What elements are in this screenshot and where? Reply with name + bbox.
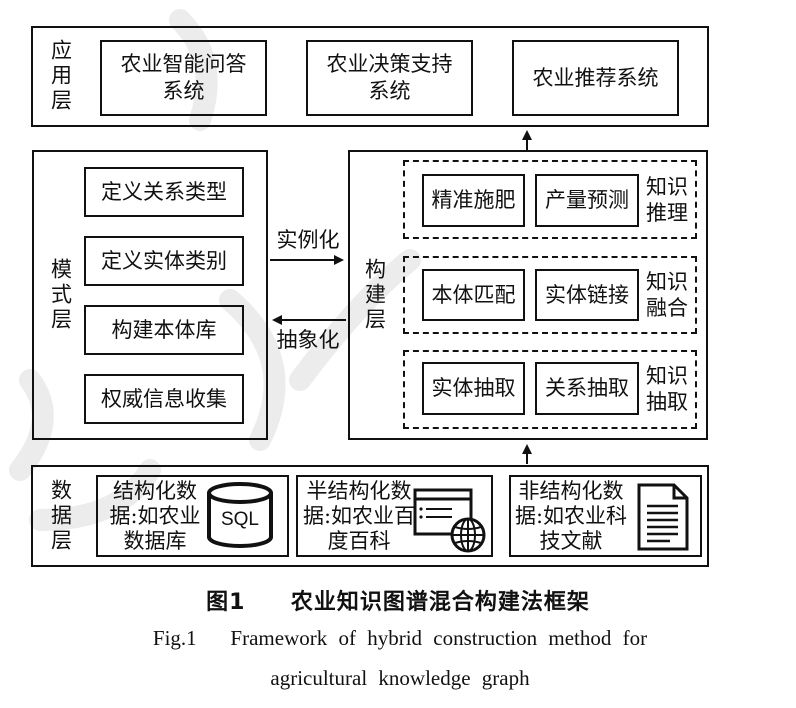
app-recommend-system: 农业推荐系统 — [512, 40, 679, 116]
figure-caption-en-line2-text: agricultural knowledge graph — [270, 666, 530, 690]
schema-define-entity-classes: 定义实体类别 — [84, 236, 244, 286]
app-qa-system: 农业智能问答系统 — [100, 40, 267, 116]
task-ontology-matching-text: 本体匹配 — [431, 282, 516, 307]
database-icon-text: SQL — [221, 509, 259, 530]
task-entity-extraction: 实体抽取 — [422, 362, 525, 415]
construction-layer-label: 构建层 — [362, 250, 387, 340]
source-semi-structured-data-text: 半结构化数据:如农业百度百科 — [298, 478, 420, 554]
group-knowledge-reasoning-label: 知识推理 — [640, 170, 694, 230]
document-icon — [637, 483, 689, 551]
figure-number-cn: 图1 — [206, 590, 246, 615]
app-decision-system-text: 农业决策支持系统 — [326, 52, 453, 103]
app-decision-system: 农业决策支持系统 — [306, 40, 473, 116]
source-semi-structured-data — [296, 475, 493, 557]
group-knowledge-fusion-label: 知识融合 — [640, 265, 694, 325]
figure-caption-en-line1: Fig.1 Framework of hybrid construction m… — [70, 626, 730, 651]
construction-layer-label-text: 构建层 — [362, 257, 387, 333]
schema-layer — [32, 150, 268, 440]
schema-build-ontology-text: 构建本体库 — [111, 317, 217, 342]
source-unstructured-data-text: 非结构化数据:如农业科技文献 — [512, 478, 630, 554]
group-knowledge-reasoning-label-text: 知识推理 — [646, 175, 688, 225]
figure-caption-cn: 图1 农业知识图谱混合构建法框架 — [0, 584, 796, 616]
figure-title-cn: 农业知识图谱混合构建法框架 — [290, 590, 590, 615]
task-yield-prediction-text: 产量预测 — [545, 188, 629, 212]
group-knowledge-fusion-label-text: 知识融合 — [646, 270, 688, 320]
app-recommend-system-text: 农业推荐系统 — [532, 65, 659, 90]
group-knowledge-extraction — [403, 350, 697, 429]
app-qa-system-text: 农业智能问答系统 — [120, 52, 247, 103]
web-page-icon — [413, 488, 486, 553]
source-structured-data-label: 结构化数据:如农业数据库 — [109, 478, 201, 553]
instantiate-label: 实例化 — [270, 226, 346, 254]
task-precision-fertilization-text: 精准施肥 — [431, 188, 516, 212]
schema-define-relation-types-text: 定义关系类型 — [101, 179, 227, 204]
source-semi-structured-data-label: 半结构化数据:如农业百度百科 — [302, 478, 416, 553]
task-relation-extraction: 关系抽取 — [535, 362, 639, 415]
database-icon: SQL — [207, 482, 273, 548]
data-layer — [31, 465, 709, 567]
schema-layer-label-text: 模式层 — [48, 257, 73, 333]
data-layer-label-text: 数据层 — [48, 478, 73, 554]
source-structured-data-text: 结构化数据:如农业数据库 — [100, 478, 210, 554]
task-entity-linking: 实体链接 — [535, 269, 639, 321]
schema-authoritative-collection: 权威信息收集 — [84, 374, 244, 424]
task-yield-prediction: 产量预测 — [535, 174, 639, 227]
schema-define-relation-types: 定义关系类型 — [84, 167, 244, 217]
application-layer-label: 应用层 — [48, 30, 73, 122]
application-layer-label-text: 应用层 — [48, 38, 73, 114]
group-knowledge-reasoning — [403, 160, 697, 239]
schema-build-ontology: 构建本体库 — [84, 305, 244, 355]
schema-define-entity-classes-text: 定义实体类别 — [101, 248, 227, 273]
task-relation-extraction-text: 关系抽取 — [545, 376, 629, 400]
instantiate-label-text: 实例化 — [276, 227, 340, 252]
task-precision-fertilization: 精准施肥 — [422, 174, 525, 227]
abstract-label-text: 抽象化 — [276, 327, 340, 352]
group-knowledge-extraction-label: 知识抽取 — [640, 359, 694, 419]
application-layer — [31, 26, 709, 127]
figure-caption-en-line2: agricultural knowledge graph — [70, 666, 730, 691]
task-ontology-matching: 本体匹配 — [422, 269, 525, 321]
abstract-label: 抽象化 — [270, 326, 346, 354]
task-entity-linking-text: 实体链接 — [545, 282, 629, 307]
source-unstructured-data-label: 非结构化数据:如农业科技文献 — [514, 478, 628, 553]
data-layer-label: 数据层 — [48, 470, 73, 562]
group-knowledge-extraction-label-text: 知识抽取 — [646, 364, 688, 414]
source-unstructured-data — [509, 475, 702, 557]
schema-authoritative-collection-text: 权威信息收集 — [101, 386, 227, 411]
group-knowledge-fusion — [403, 256, 697, 334]
source-structured-data — [96, 475, 289, 557]
figure-caption-en-line1-text: Fig.1 Framework of hybrid construction m… — [152, 626, 648, 650]
construction-layer — [348, 150, 708, 440]
schema-layer-label: 模式层 — [48, 250, 73, 340]
task-entity-extraction-text: 实体抽取 — [431, 376, 516, 400]
